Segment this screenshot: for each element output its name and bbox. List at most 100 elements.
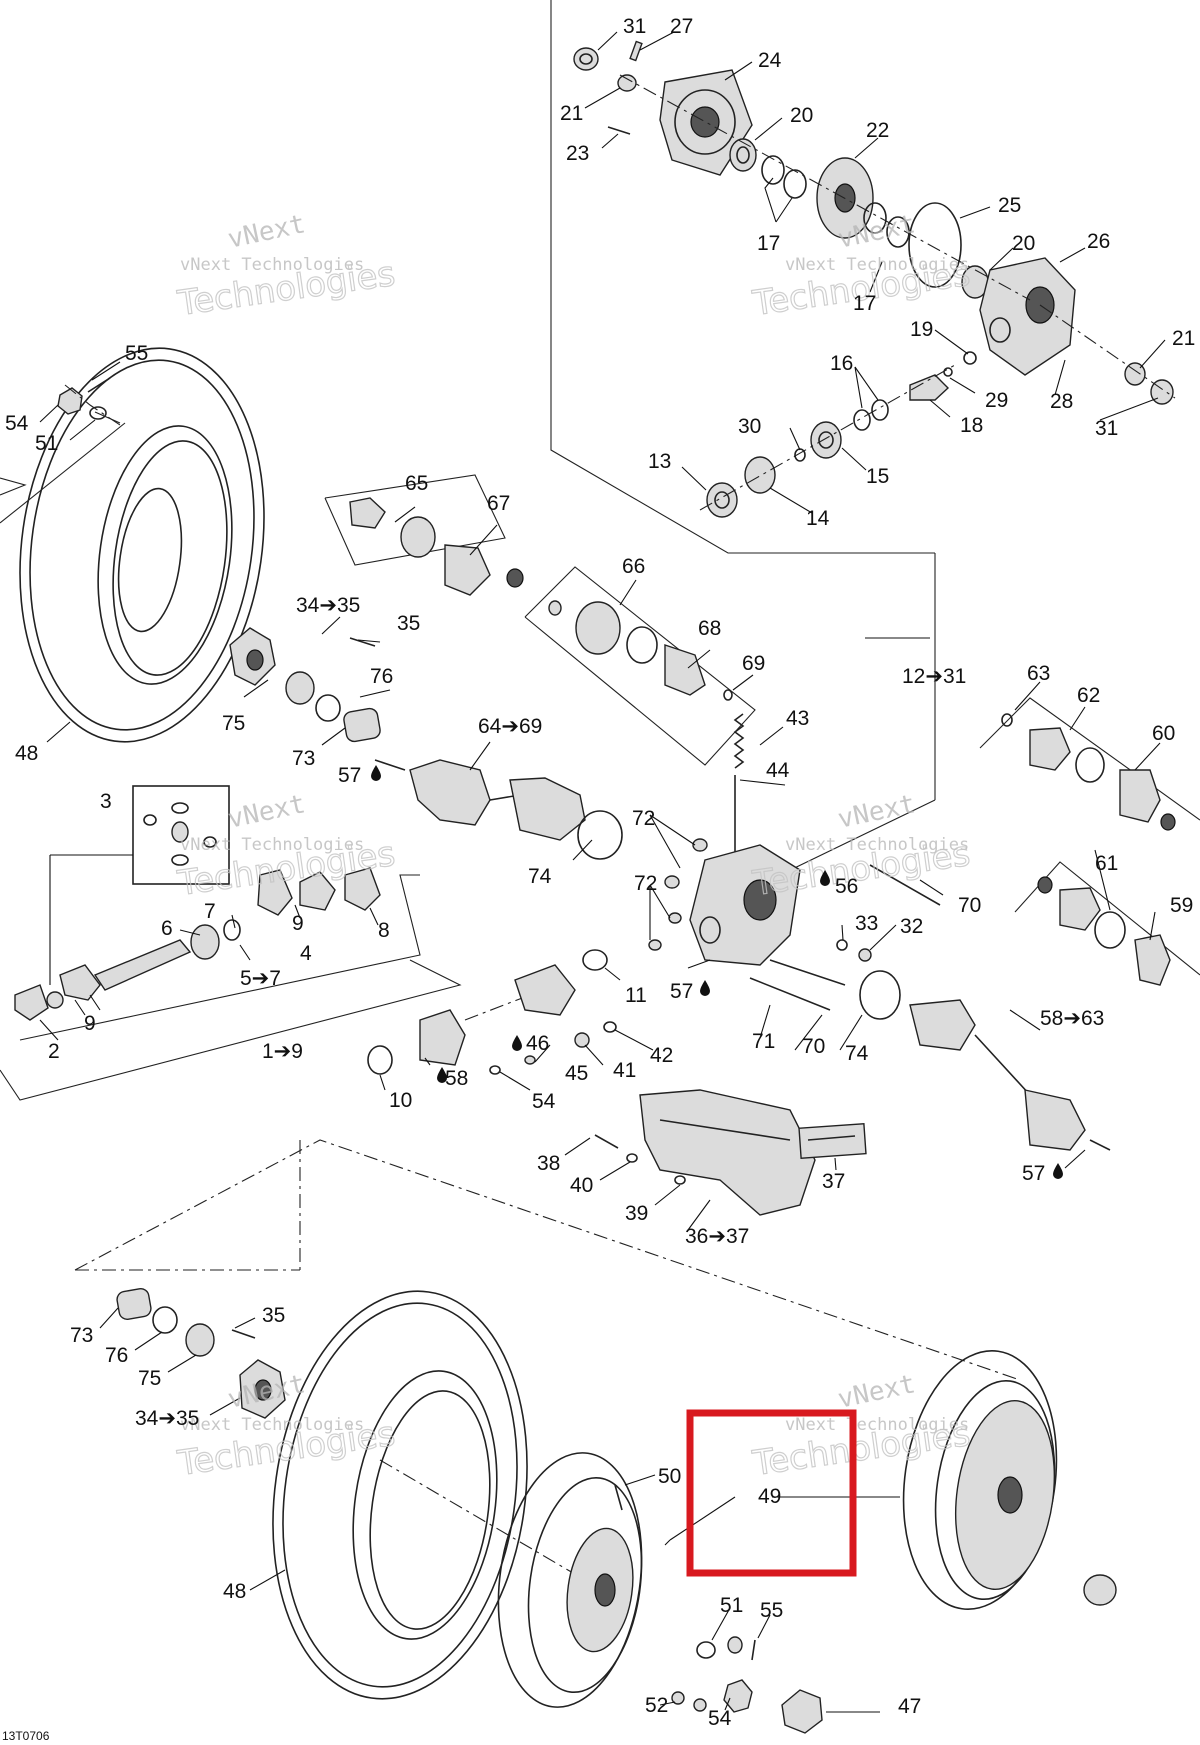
callout: 29 [985,389,1008,412]
callout: 68 [698,617,721,640]
callout: 76 [370,665,393,688]
callout: 57 [670,980,693,1003]
callout: 27 [670,15,693,38]
callout: 24 [758,49,782,72]
callout: 22 [866,119,889,142]
callout: 39 [625,1202,648,1225]
callout: 5➔7 [240,967,281,990]
rear-left-axle [349,497,745,860]
callout: 43 [786,707,809,730]
callout: 55 [760,1599,783,1622]
callout: 71 [752,1030,775,1053]
highlight-box [686,1409,857,1577]
callout: 50 [658,1465,681,1488]
callout: 64➔69 [478,715,542,738]
callout: 73 [292,747,315,770]
callout: 63 [1027,662,1050,685]
svg-text:vNext Technologies: vNext Technologies [785,255,969,275]
callout: 15 [866,465,889,488]
callout: 30 [738,415,761,438]
callout: 45 [565,1062,588,1085]
callout: 32 [900,915,923,938]
callout: 16 [830,352,853,375]
callout: 8 [378,919,390,942]
callout: 54 [532,1090,556,1113]
svg-text:vNext Technologies: vNext Technologies [180,1415,364,1435]
callout: 37 [822,1170,845,1193]
callout: 69 [742,652,765,675]
callout: 75 [138,1367,161,1390]
callout: 51 [720,1594,743,1617]
callout: 48 [15,742,38,765]
callout: 34➔35 [296,594,360,617]
callout: 58➔63 [1040,1007,1104,1030]
callout: 31 [1095,417,1118,440]
svg-text:vNext Technologies: vNext Technologies [785,1415,969,1435]
callout: 13 [648,450,671,473]
callout: 18 [960,414,983,437]
callout: 65 [405,472,428,495]
callout: 54 [5,412,29,435]
oil-drop-icon [820,870,830,886]
callout: 44 [766,759,790,782]
callout: 35 [262,1304,285,1327]
callout: 70 [802,1035,825,1058]
oil-drop-icons [371,765,1063,1179]
callout: 48 [223,1580,246,1603]
callout: 1➔9 [262,1040,303,1063]
callout: 51 [35,432,58,455]
callout: 70 [958,894,981,917]
callout: 34➔35 [135,1407,199,1430]
oil-drop-icon [1053,1163,1063,1179]
front-differential-group [594,838,941,1216]
callout: 47 [898,1695,921,1718]
callout: 33 [855,912,878,935]
callout: 23 [566,142,589,165]
rear-differential-group [573,40,1176,518]
callout: 14 [806,507,830,530]
frame-lines [0,0,1200,1381]
callout: 9 [292,912,304,935]
svg-text:vNext: vNext [225,789,308,835]
callout: 55 [125,342,148,365]
callout: 21 [1172,327,1195,350]
callout-labels: 31 27 24 21 20 23 22 17 25 20 17 26 19 1… [5,15,1195,1730]
callout: 72 [632,807,655,830]
callout: 17 [757,232,780,255]
callout: 74 [528,865,552,888]
callout: 46 [526,1032,549,1055]
callout: 41 [613,1059,636,1082]
callout: 52 [645,1694,668,1717]
callout: 75 [222,712,245,735]
diagram-code: 13T0706 [2,1729,50,1743]
callout: 3 [100,790,112,813]
svg-text:vNext: vNext [835,1369,918,1415]
callout: 25 [998,194,1021,217]
watermark-text: vNext Technologies [180,255,364,275]
callout: 57 [1022,1162,1045,1185]
callout: 56 [835,875,858,898]
svg-text:vNext Technologies: vNext Technologies [180,835,364,855]
callout: 7 [204,900,216,923]
callout: 12➔31 [902,665,966,688]
callout: 38 [537,1152,560,1175]
callout: 59 [1170,894,1193,917]
callout: 17 [853,292,876,315]
callout: 10 [389,1089,412,1112]
oil-drop-icon [437,1067,447,1083]
oil-drop-icon [371,765,381,781]
callout: 2 [48,1040,60,1063]
svg-text:vNext Technologies: vNext Technologies [785,835,969,855]
callout: 20 [790,104,813,127]
callout: 61 [1095,852,1118,875]
callout: 20 [1012,232,1035,255]
callout: 28 [1050,390,1073,413]
front-right-axle [909,713,1176,1151]
callout: 60 [1152,722,1175,745]
leader-lines [39,31,1166,1713]
callout: 4 [300,942,312,965]
watermark-small: vNext [225,209,308,255]
front-wheel-bottom [116,1288,1117,1734]
callout: 57 [338,764,361,787]
